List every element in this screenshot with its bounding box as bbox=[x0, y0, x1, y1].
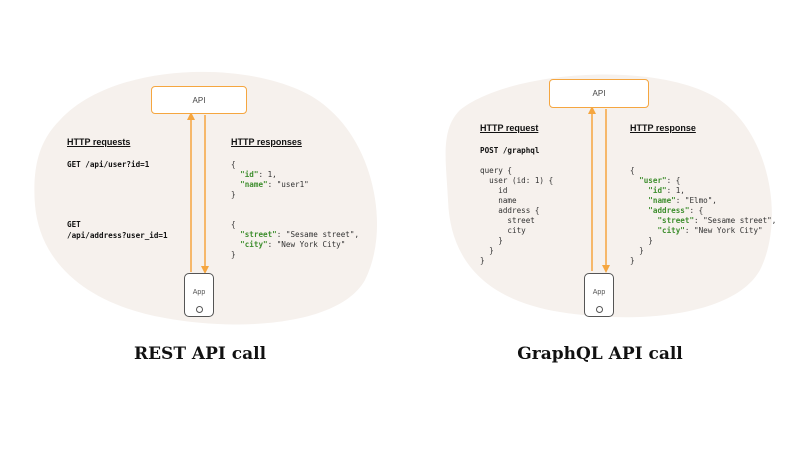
json-text: { bbox=[231, 220, 236, 229]
json-text bbox=[630, 176, 639, 185]
json-text: : "Sesame street", bbox=[694, 216, 777, 225]
json-text: } bbox=[630, 256, 635, 265]
json-text bbox=[630, 196, 648, 205]
json-text: { bbox=[231, 160, 236, 169]
json-key: "city" bbox=[657, 226, 685, 235]
app-phone-icon: App bbox=[184, 273, 214, 317]
graphql-panel: API App HTTP request HTTP response POST … bbox=[400, 0, 800, 450]
json-text: : { bbox=[666, 176, 681, 185]
phone-home-button bbox=[195, 306, 203, 313]
json-text: : "New York City" bbox=[684, 226, 763, 235]
rest-panel: API App HTTP requests HTTP responses GET… bbox=[34, 71, 378, 364]
json-text: } bbox=[630, 246, 644, 255]
graphql-caption: GraphQL API call bbox=[517, 344, 683, 364]
api-label: API bbox=[592, 89, 606, 98]
json-text: : "Sesame street", bbox=[276, 230, 360, 239]
json-text: : 1, bbox=[666, 186, 685, 195]
api-box: API bbox=[549, 79, 649, 108]
json-key: "id" bbox=[648, 186, 667, 195]
json-text bbox=[231, 180, 240, 189]
json-text: : "user1" bbox=[267, 180, 309, 189]
graphql-query: query { user (id: 1) { id name address {… bbox=[480, 166, 554, 265]
json-text: : "Elmo", bbox=[675, 196, 717, 205]
json-text: : { bbox=[689, 206, 704, 215]
json-text: : 1, bbox=[258, 170, 277, 179]
json-key: "street" bbox=[240, 230, 277, 239]
json-text: } bbox=[231, 250, 236, 259]
json-key: "address" bbox=[648, 206, 690, 215]
app-label: App bbox=[192, 289, 206, 296]
rest-caption: REST API call bbox=[133, 344, 267, 364]
json-text bbox=[231, 240, 240, 249]
json-text bbox=[231, 230, 240, 239]
phone-home-button bbox=[595, 306, 603, 313]
api-label: API bbox=[192, 95, 206, 105]
http-responses-heading: HTTP responses bbox=[231, 137, 302, 147]
http-response-heading: HTTP response bbox=[630, 123, 696, 133]
response-1-json: { "id": 1, "name": "user1" } bbox=[231, 160, 309, 200]
request-1: GET /api/user?id=1 bbox=[67, 160, 150, 169]
rest-arrows bbox=[187, 112, 209, 274]
json-text bbox=[630, 186, 648, 195]
api-box: API bbox=[151, 86, 247, 114]
json-key: "user" bbox=[639, 176, 667, 185]
json-text: { bbox=[630, 166, 635, 175]
json-text bbox=[231, 170, 240, 179]
graphql-arrows bbox=[588, 106, 610, 273]
json-key: "street" bbox=[657, 216, 695, 225]
request-2-line-2: /api/address?user_id=1 bbox=[67, 231, 168, 240]
request-2-line-1: GET bbox=[67, 220, 81, 229]
http-requests-heading: HTTP requests bbox=[67, 137, 131, 147]
json-text bbox=[630, 216, 657, 225]
json-text: } bbox=[630, 236, 653, 245]
json-key: "city" bbox=[240, 240, 268, 249]
http-request-heading: HTTP request bbox=[480, 123, 539, 133]
json-text: : "New York City" bbox=[267, 240, 346, 249]
graphql-background-blob bbox=[445, 74, 772, 318]
app-phone-icon: App bbox=[584, 273, 614, 317]
post-graphql-request: POST /graphql bbox=[480, 146, 540, 155]
json-text: } bbox=[231, 190, 236, 199]
app-label: App bbox=[592, 289, 606, 296]
graphql-response-json: { "user": { "id": 1, "name": "Elmo", "ad… bbox=[630, 166, 776, 266]
json-key: "name" bbox=[648, 196, 676, 205]
json-text bbox=[630, 206, 648, 215]
json-key: "name" bbox=[240, 180, 268, 189]
response-2-json: { "street": "Sesame street", "city": "Ne… bbox=[231, 220, 359, 260]
json-key: "id" bbox=[240, 170, 259, 179]
json-text bbox=[630, 226, 657, 235]
